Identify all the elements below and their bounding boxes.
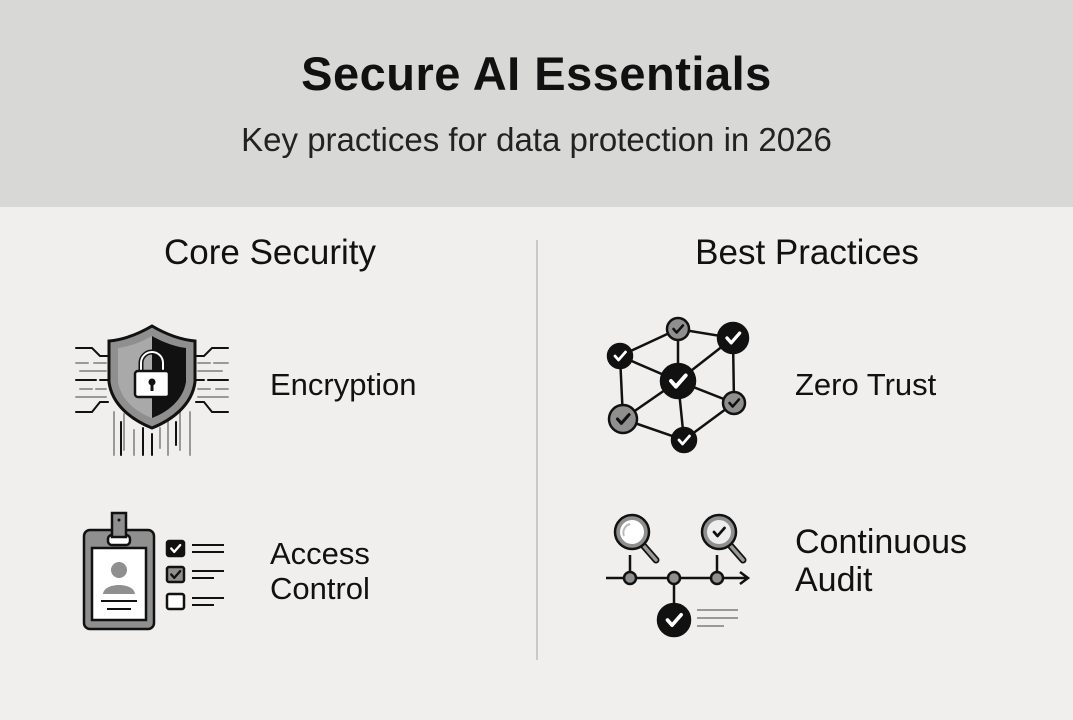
shield-lock-icon — [75, 324, 229, 456]
item-label-zero-trust: Zero Trust — [795, 367, 937, 402]
item-label-access-line1: Access — [270, 536, 370, 571]
network-check-icon — [606, 316, 750, 454]
id-badge-checklist-icon — [82, 511, 224, 631]
item-label-continuous-line1: Continuous — [795, 523, 968, 561]
section-heading-core-security: Core Security — [163, 233, 377, 272]
audit-timeline-icon — [606, 513, 751, 638]
section-heading-best-practices: Best Practices — [695, 233, 919, 272]
item-label-continuous-line2: Audit — [795, 561, 873, 599]
page-subtitle: Key practices for data protection in 202… — [241, 121, 832, 158]
column-divider — [536, 240, 538, 660]
item-label-encryption: Encryption — [270, 367, 417, 402]
header-band — [0, 0, 1073, 207]
page-title: Secure AI Essentials — [301, 47, 772, 100]
item-label-access-line2: Control — [270, 571, 370, 606]
